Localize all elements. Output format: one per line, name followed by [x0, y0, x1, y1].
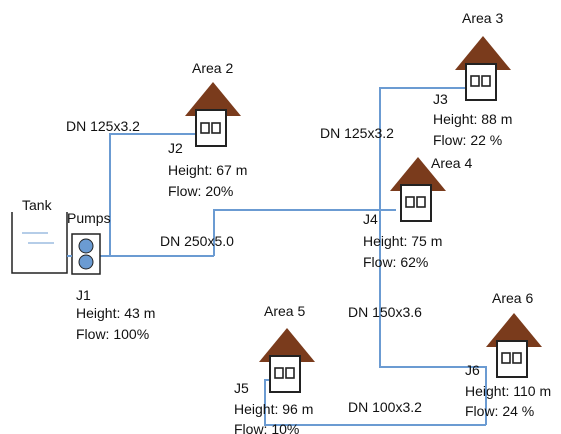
- pipe-area6: [379, 210, 487, 425]
- area4-title: Area 4: [431, 155, 472, 171]
- area2-height: Height: 67 m: [168, 162, 247, 178]
- pipe-label-area5: DN 100x3.2: [348, 399, 422, 415]
- pipe-label-area3: DN 125x3.2: [320, 125, 394, 141]
- pipe-area2: [109, 133, 198, 256]
- pipe-area3: [379, 87, 465, 210]
- area5-flow: Flow: 10%: [234, 421, 299, 434]
- house-icon: [259, 328, 315, 393]
- house-icon: [455, 36, 511, 101]
- pumps-label: Pumps: [67, 210, 111, 226]
- area3-flow: Flow: 22 %: [433, 132, 502, 148]
- area4-junction: J4: [363, 211, 378, 227]
- pipe-main: [213, 209, 396, 256]
- house-icon: [486, 313, 542, 378]
- house-icon: [185, 82, 241, 147]
- pipe-label-area6: DN 150x3.6: [348, 304, 422, 320]
- tank-label: Tank: [22, 197, 53, 213]
- j1-id: J1: [76, 287, 91, 303]
- j1-flow: Flow: 100%: [76, 326, 149, 342]
- pump-icon: [67, 233, 101, 275]
- area6-junction: J6: [465, 362, 480, 378]
- tank-icon: [11, 212, 68, 274]
- house-icon: [390, 157, 446, 222]
- pipe-label-area2: DN 125x3.2: [66, 118, 140, 134]
- pipe-label-main: DN 250x5.0: [160, 233, 234, 249]
- area5-title: Area 5: [264, 303, 305, 319]
- pipe-area5: [264, 379, 486, 426]
- area2-junction: J2: [168, 140, 183, 156]
- pipes: [99, 87, 487, 426]
- j1-height: Height: 43 m: [76, 305, 155, 321]
- area5-height: Height: 96 m: [234, 401, 313, 417]
- area6-height: Height: 110 m: [465, 383, 551, 399]
- area2-flow: Flow: 20%: [168, 183, 233, 199]
- area2-title: Area 2: [192, 60, 233, 76]
- area3-title: Area 3: [462, 10, 503, 26]
- area3-height: Height: 88 m: [433, 111, 512, 127]
- area6-flow: Flow: 24 %: [465, 403, 534, 419]
- area5-junction: J5: [234, 380, 249, 396]
- area4-height: Height: 75 m: [363, 233, 442, 249]
- area3-junction: J3: [433, 91, 448, 107]
- area6-title: Area 6: [492, 290, 533, 306]
- area4-flow: Flow: 62%: [363, 254, 428, 270]
